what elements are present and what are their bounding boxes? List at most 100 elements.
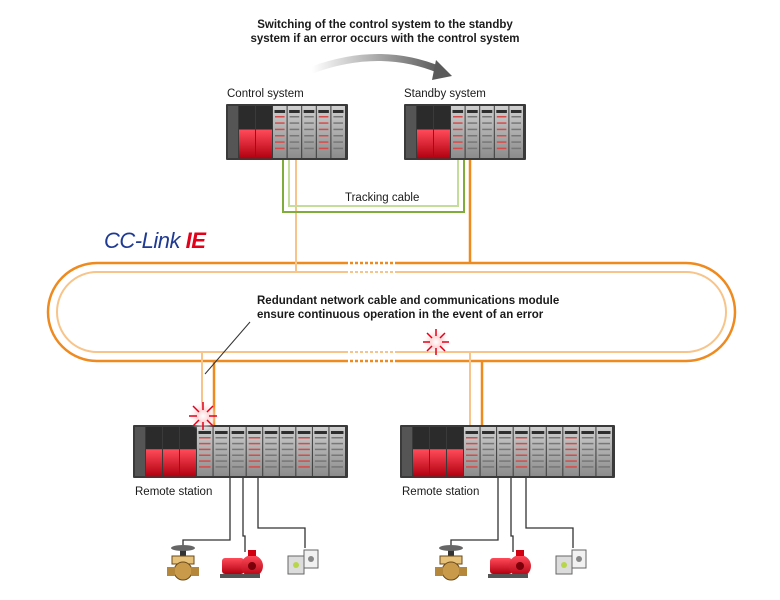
cpu-module-top [239,106,255,130]
terminal-strip [515,460,528,462]
cpu-module-top [163,427,179,450]
terminal-strip [215,466,228,468]
io-module [509,106,523,158]
terminal-strip [598,466,610,468]
terminal-strip [275,135,285,137]
terminal-strip [598,442,610,445]
io-module [530,427,546,476]
terminal-strip [511,116,521,118]
power-supply [228,106,238,158]
terminal-strip [482,454,495,456]
terminal-strip [281,454,294,456]
terminal-strip [453,122,463,124]
terminal-strip [215,460,228,462]
cpu-module [417,129,433,159]
terminal-strip [333,141,343,143]
io-module [546,427,563,476]
io-module-leds [231,431,245,434]
terminal-strip [565,442,577,445]
terminal-strip [248,460,261,462]
io-module [497,427,513,476]
valve-icon [435,545,467,581]
error-burst-ring [422,328,450,356]
terminal-strip [466,460,478,462]
motor-pump-icon [488,550,531,578]
io-module [296,427,312,476]
terminal-strip [482,128,492,131]
network-ring [46,259,737,365]
terminal-strip [466,466,478,468]
terminal-strip [298,442,310,445]
terminal-strip [318,122,329,124]
terminal-strip [199,466,211,468]
terminal-strip [232,437,244,439]
terminal-strip [532,448,544,451]
terminal-strip [281,460,294,462]
io-module [596,427,612,476]
terminal-strip [199,454,211,456]
io-module-leds [297,431,311,434]
io-module [464,427,480,476]
terminal-strip [199,448,211,451]
cpu-module-top [447,427,463,450]
terminal-strip [281,448,294,451]
terminal-strip [333,128,343,131]
io-module-leds [564,431,578,434]
cc-link-ie-logo: CC-Link IE [104,228,206,254]
terminal-strip [304,116,314,118]
terminal-strip [298,448,310,451]
io-module [213,427,230,476]
terminal-strip [215,437,228,439]
cpu-module-top [413,427,429,450]
terminal-strip [199,442,211,445]
remote-station-right-plc [400,425,615,478]
io-module [287,106,302,158]
terminal-strip [515,466,528,468]
io-module-leds [496,110,507,113]
terminal-strip [467,147,478,150]
io-module [480,106,494,158]
terminal-strip [232,466,244,468]
terminal-strip [532,460,544,462]
terminal-strip [331,448,343,451]
terminal-strip [598,454,610,456]
terminal-strip [499,437,511,439]
logo-main-text: CC-Link [104,228,180,253]
terminal-strip [467,116,478,118]
terminal-strip [281,437,294,439]
cpu-module [239,129,255,159]
error-burst-module [188,401,218,431]
io-module [316,106,331,158]
terminal-strip [598,437,610,439]
terminal-strip [499,454,511,456]
terminal-strip [515,437,528,439]
io-module [331,106,345,158]
terminal-strip [265,437,277,439]
io-module-leds [510,110,522,113]
io-module-leds [548,431,561,434]
terminal-strip [482,116,492,118]
terminal-strip [565,466,577,468]
terminal-strip [275,128,285,131]
terminal-strip [565,454,577,456]
cpu-module [447,449,463,477]
terminal-strip [275,116,285,118]
terminal-strip [304,135,314,137]
terminal-strip [532,442,544,445]
terminal-strip [482,460,495,462]
cpu-module [430,449,446,477]
power-supply [135,427,145,476]
terminal-strip [467,122,478,124]
terminal-strip [496,147,507,150]
io-module-leds [465,431,479,434]
cpu-module-top [180,427,196,450]
terminal-strip [548,466,561,468]
tracking-cable-label: Tracking cable [345,192,420,204]
terminal-strip [511,141,521,143]
terminal-strip [515,442,528,445]
terminal-strip [304,128,314,131]
terminal-strip [499,460,511,462]
terminal-strip [333,122,343,124]
io-module [197,427,213,476]
terminal-strip [318,141,329,143]
